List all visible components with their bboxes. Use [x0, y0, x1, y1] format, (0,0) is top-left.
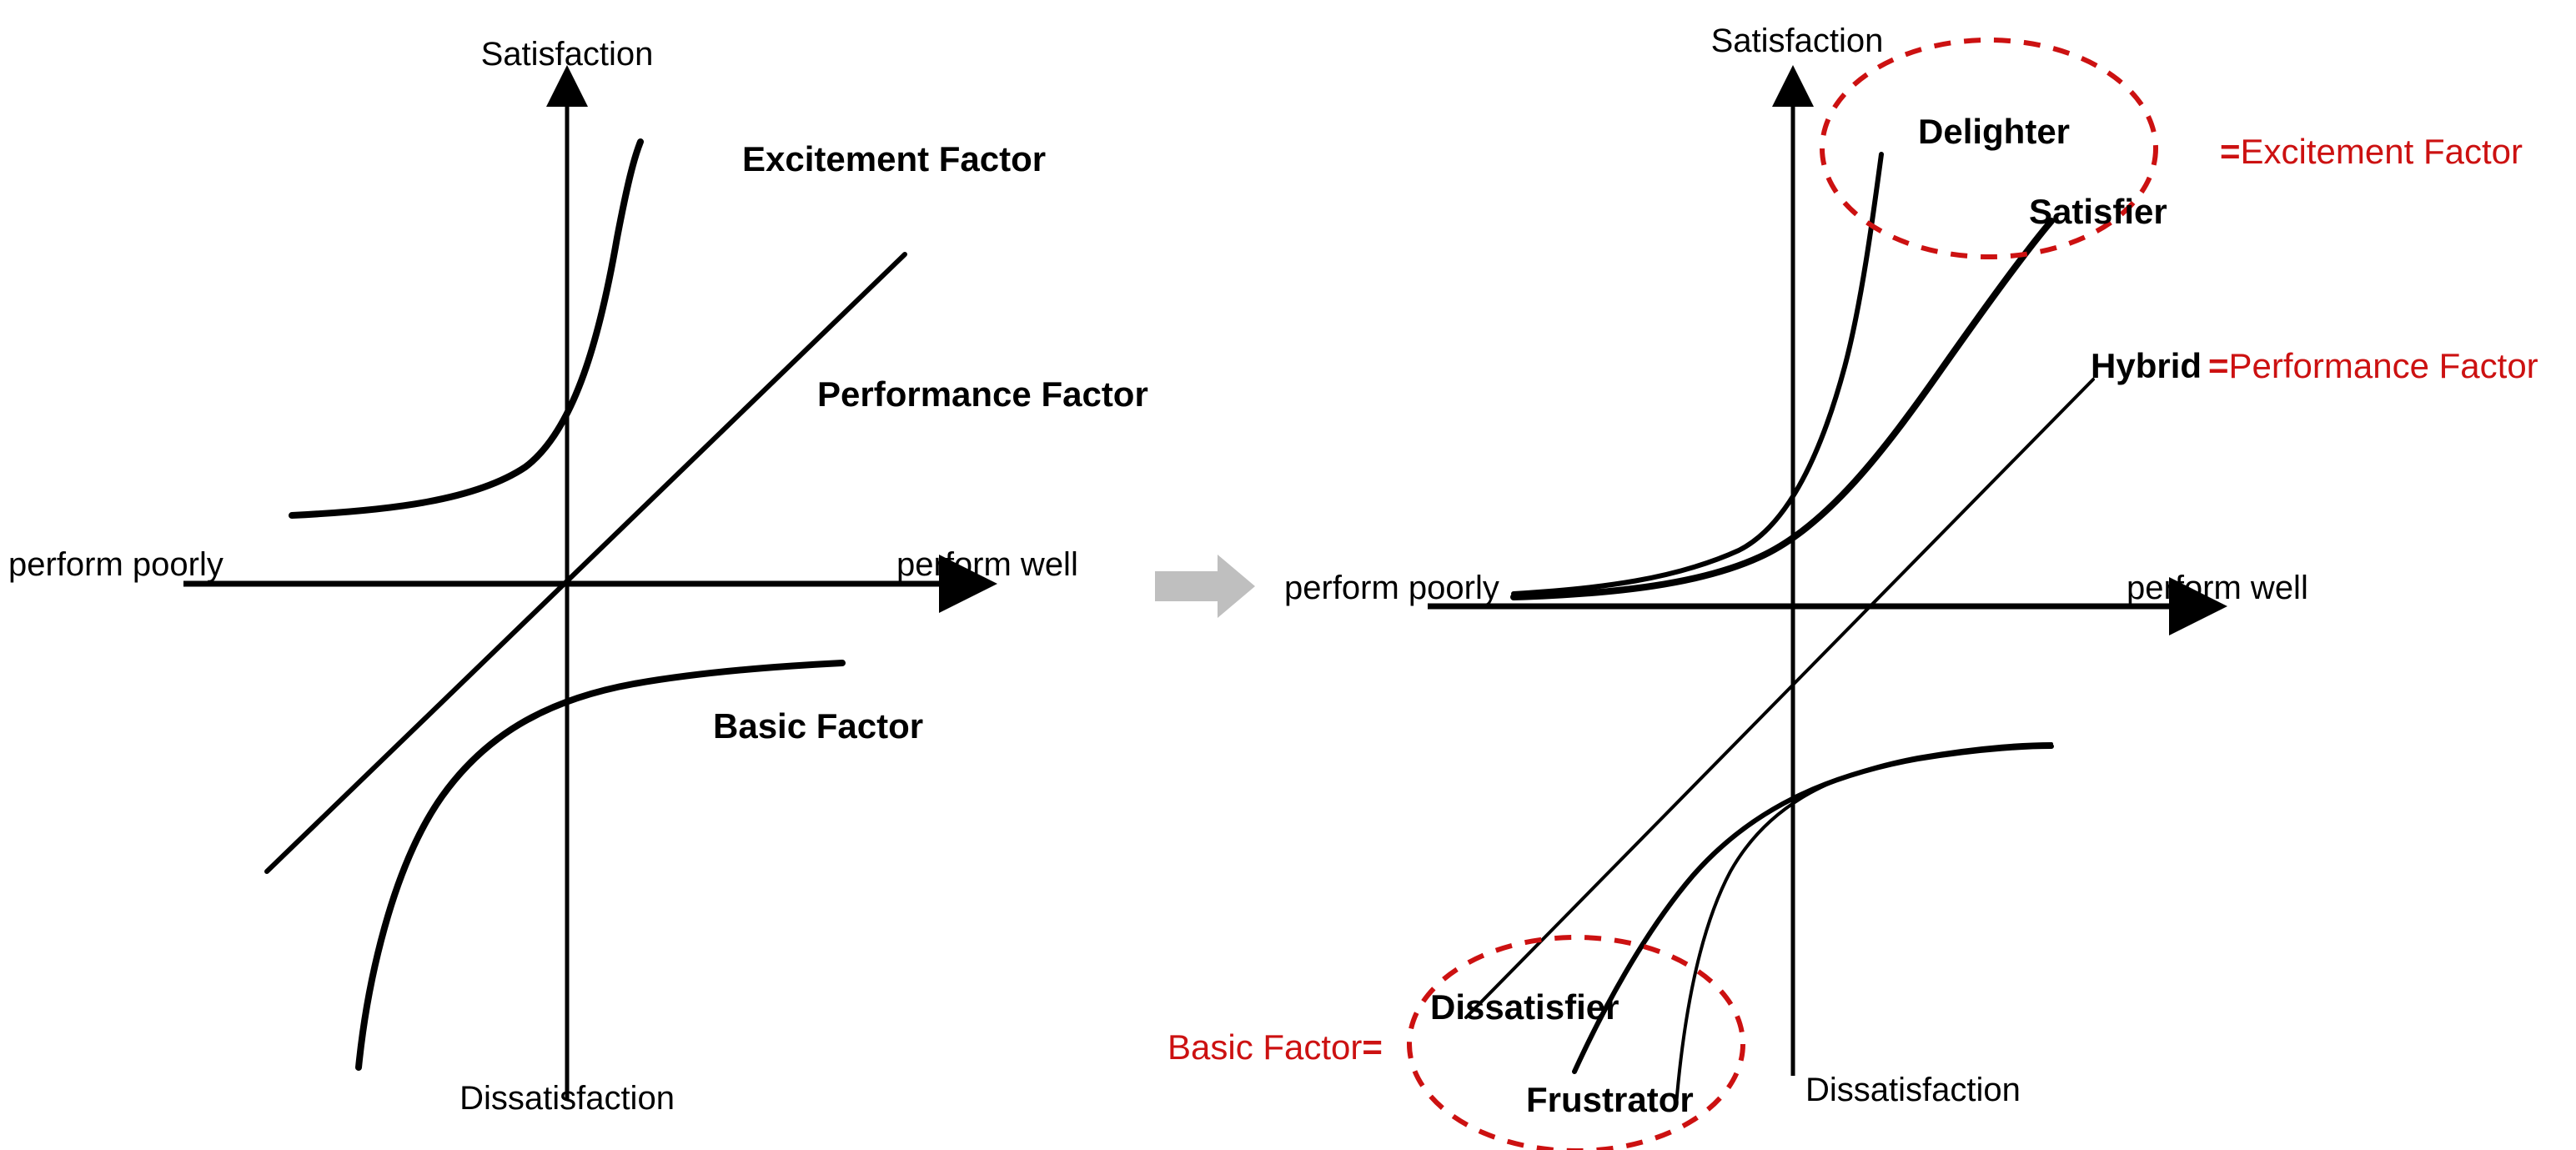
dissatisfier-curve	[1572, 744, 2054, 1074]
hybrid-label: Hybrid	[2091, 346, 2202, 385]
delighter-curve	[1511, 152, 1884, 596]
excitement-factor-label: Excitement Factor	[742, 139, 1046, 178]
hybrid-equals-sign: =	[2208, 346, 2229, 385]
y-axis-top-label-right: Satisfaction	[1711, 23, 1884, 59]
frustrator-label: Frustrator	[1526, 1080, 1694, 1119]
x-axis-right-label-right: perform well	[2127, 570, 2308, 606]
delighter-label: Delighter	[1918, 112, 2070, 151]
hybrid-equation: =Performance Factor	[2208, 346, 2538, 385]
basic-factor-curve	[355, 660, 846, 1071]
excitement-equals-sign: =	[2220, 132, 2241, 171]
transition-arrow-container	[1130, 525, 1280, 642]
hybrid-line	[1464, 378, 2095, 1019]
excitement-equation: =Excitement Factor	[2220, 132, 2523, 171]
satisfier-curve	[1510, 218, 2055, 600]
y-axis-top-label-left: Satisfaction	[481, 36, 654, 73]
left-kano-diagram: Satisfaction Dissatisfaction perform poo…	[8, 36, 1148, 1117]
frustrator-curve	[1675, 742, 2053, 1107]
x-axis-left-label-right: perform poorly	[1284, 570, 1499, 606]
basic-equals-sign: =	[1362, 1027, 1383, 1067]
right-kano-diagram: Satisfaction Dissatisfaction perform poo…	[1167, 23, 2538, 1150]
right-arrow-icon	[1155, 555, 1255, 618]
performance-factor-label: Performance Factor	[817, 374, 1148, 414]
hybrid-equation-value: Performance Factor	[2229, 346, 2538, 385]
excitement-group-ellipse	[1820, 38, 2158, 259]
right-arrow-shape	[1155, 555, 1255, 618]
basic-factor-label: Basic Factor	[713, 706, 923, 746]
x-axis-left-label-left: perform poorly	[8, 546, 223, 583]
excitement-equation-value: Excitement Factor	[2241, 132, 2523, 171]
dissatisfier-label: Dissatisfier	[1430, 987, 1619, 1027]
performance-factor-line	[264, 252, 907, 874]
y-axis-bottom-label-left: Dissatisfaction	[459, 1080, 675, 1117]
excitement-factor-curve	[289, 138, 644, 519]
basic-group-ellipse	[1407, 935, 1745, 1150]
basic-equation: Basic Factor=	[1167, 1027, 1383, 1067]
x-axis-right-label-left: perform well	[896, 546, 1078, 583]
y-axis-bottom-label-right: Dissatisfaction	[1805, 1072, 2021, 1108]
basic-equation-value: Basic Factor	[1167, 1027, 1362, 1067]
satisfier-label: Satisfier	[2029, 192, 2167, 231]
